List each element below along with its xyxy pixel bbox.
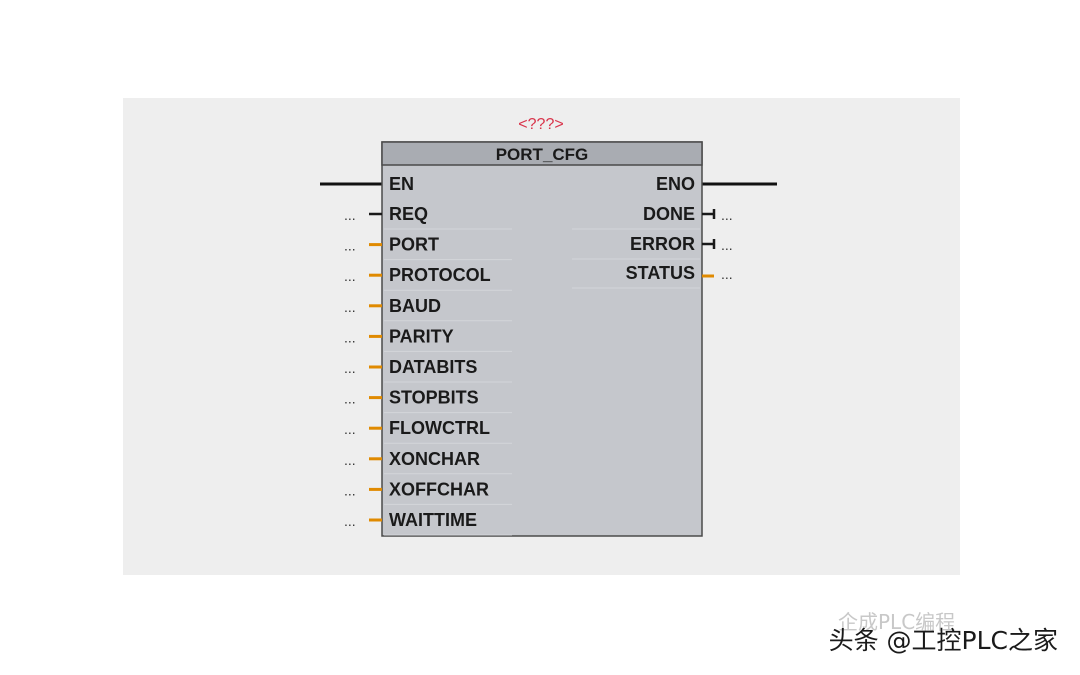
block-title: PORT_CFG (496, 145, 589, 164)
input-pin-label: BAUD (389, 296, 441, 316)
input-pin-label: XONCHAR (389, 449, 480, 469)
output-pins: DONE...ERROR...STATUS... (572, 204, 733, 289)
input-pins: ... REQ... PORT... PROTOCOL... BAUD... PARITY… (344, 204, 512, 536)
operand-placeholder[interactable]: ... (344, 268, 356, 284)
block-header (381, 141, 703, 166)
en-pin-label: EN (389, 174, 414, 194)
operand-placeholder[interactable]: ... (344, 482, 356, 498)
output-pin-error[interactable]: ERROR... (572, 234, 733, 260)
operand-placeholder[interactable]: ... (344, 360, 356, 376)
input-pin-waittime[interactable]: ... WAITTIME (344, 510, 512, 536)
output-pin-done[interactable]: DONE... (572, 204, 733, 230)
input-pin-label: PARITY (389, 326, 454, 346)
output-pin-status[interactable]: STATUS... (572, 263, 733, 289)
input-pin-label: PROTOCOL (389, 265, 491, 285)
input-pin-label: STOPBITS (389, 388, 479, 408)
operand-placeholder[interactable]: ... (344, 452, 356, 468)
input-pin-protocol[interactable]: ... PROTOCOL (344, 265, 512, 291)
operand-placeholder[interactable]: ... (344, 238, 356, 254)
output-pin-label: STATUS (626, 263, 695, 283)
operand-placeholder[interactable]: ... (721, 237, 733, 253)
eno-pin-label: ENO (656, 174, 695, 194)
operand-placeholder[interactable]: ... (344, 207, 356, 223)
input-pin-req[interactable]: ... REQ (344, 204, 512, 230)
input-pin-xonchar[interactable]: ... XONCHAR (344, 449, 512, 475)
operand-placeholder[interactable]: ... (344, 513, 356, 529)
input-pin-label: FLOWCTRL (389, 418, 490, 438)
operand-placeholder[interactable]: ... (721, 266, 733, 282)
operand-placeholder[interactable]: ... (344, 299, 356, 315)
operand-placeholder[interactable]: ... (344, 329, 356, 345)
input-pin-databits[interactable]: ... DATABITS (344, 357, 512, 383)
input-pin-parity[interactable]: ... PARITY (344, 326, 512, 352)
operand-placeholder[interactable]: ... (721, 207, 733, 223)
output-pin-label: DONE (643, 204, 695, 224)
input-pin-stopbits[interactable]: ... STOPBITS (344, 388, 512, 414)
watermark-faint: 企成PLC编程 (838, 610, 956, 634)
input-pin-label: XOFFCHAR (389, 479, 489, 499)
input-pin-label: DATABITS (389, 357, 477, 377)
operand-placeholder[interactable]: ... (344, 421, 356, 437)
output-pin-label: ERROR (630, 234, 695, 254)
input-pin-xoffchar[interactable]: ... XOFFCHAR (344, 479, 512, 505)
watermark: 头条 @工控PLC之家 (828, 626, 1058, 655)
instance-name[interactable]: <???> (518, 116, 563, 133)
input-pin-label: REQ (389, 204, 428, 224)
input-pin-flowctrl[interactable]: ... FLOWCTRL (344, 418, 512, 444)
port-cfg-block[interactable]: PORT_CFG EN ENO ... REQ... PORT... PROTOCOL… (344, 141, 733, 537)
block-body (381, 141, 703, 537)
input-pin-label: PORT (389, 235, 439, 255)
operand-placeholder[interactable]: ... (344, 391, 356, 407)
input-pin-label: WAITTIME (389, 510, 477, 530)
input-pin-port[interactable]: ... PORT (344, 235, 512, 261)
input-pin-baud[interactable]: ... BAUD (344, 296, 512, 322)
